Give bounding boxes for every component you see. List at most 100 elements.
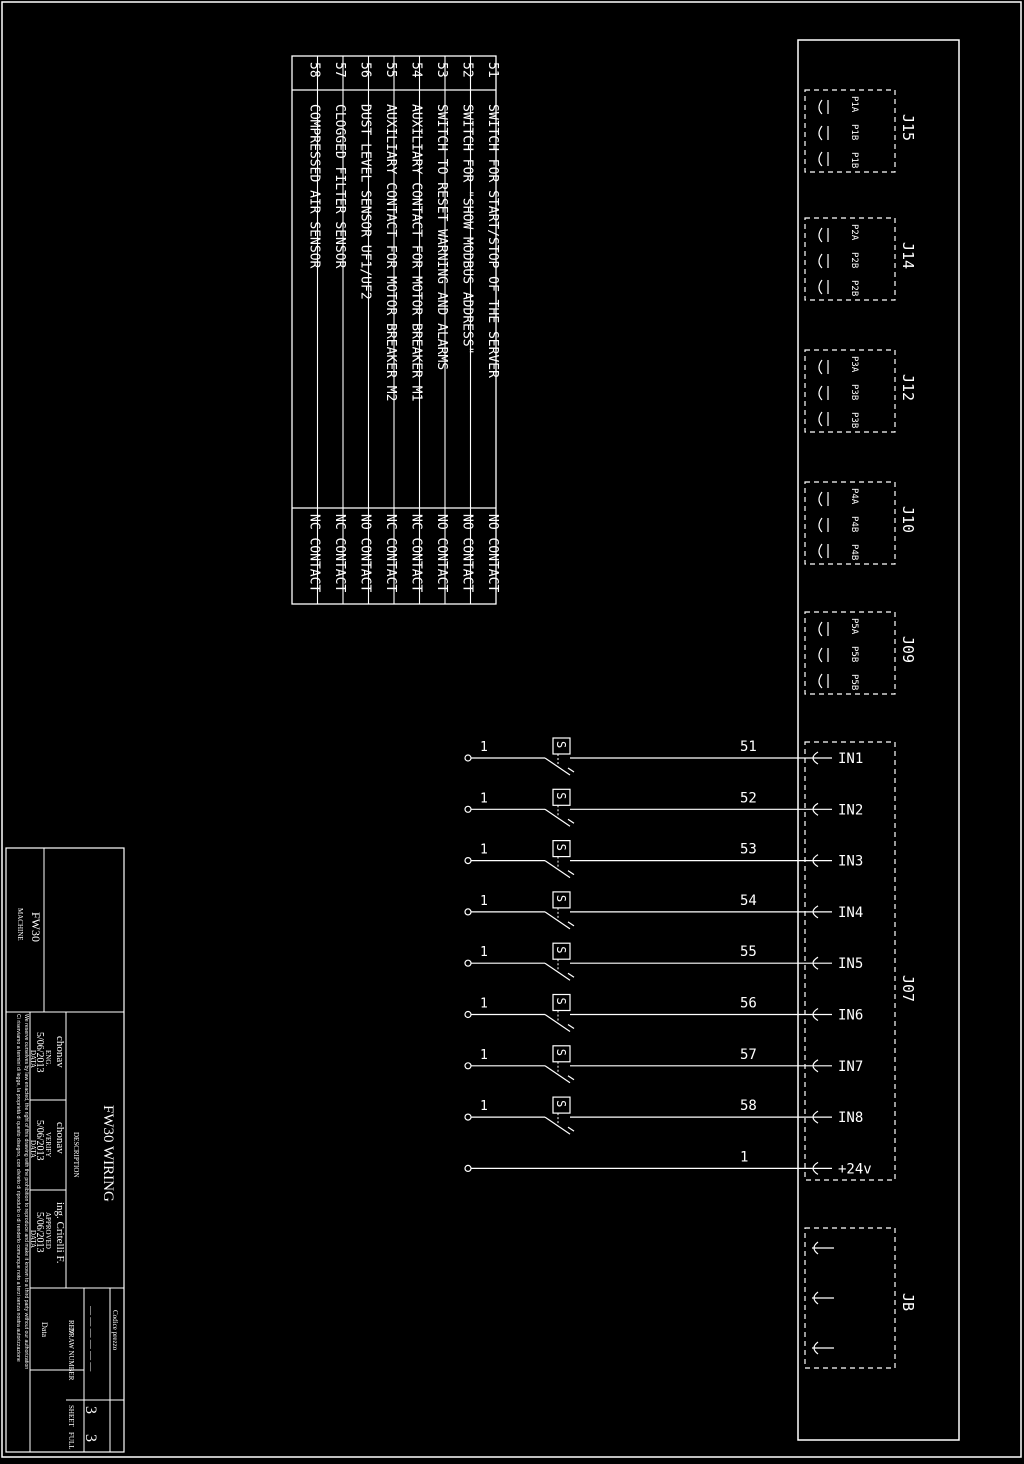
pin-label: P4A — [849, 488, 859, 505]
connector-label: J14 — [899, 242, 917, 269]
switch-symbol-box — [552, 993, 571, 1012]
description-label: DESCRIPTION — [72, 1132, 80, 1178]
title-block-border — [5, 847, 125, 1453]
wire-number-label: 54 — [740, 893, 757, 909]
approved-date: 5/06/2013 — [34, 1212, 45, 1253]
input-pin-label: IN4 — [838, 905, 863, 921]
legend-contact-type: NO CONTACT — [434, 514, 449, 592]
jb-pins — [812, 1241, 834, 1355]
connector-outline — [804, 217, 896, 301]
input-pin-label: IN2 — [838, 802, 863, 818]
copyright-note-en: We reserve ourselves by law enacted, the… — [23, 1014, 29, 1369]
legend-number: 54 — [409, 62, 424, 78]
switch-symbol-box — [552, 788, 571, 806]
pin-label: P1B — [849, 124, 859, 140]
pin-terminal — [818, 359, 829, 375]
legend-contact-type: NC CONTACT — [383, 514, 398, 592]
pin-terminal — [818, 151, 829, 167]
connector-label: J12 — [899, 374, 917, 401]
switch-symbol-letter: S — [554, 1049, 568, 1056]
legend-contact-type: NC CONTACT — [307, 514, 322, 592]
switch-symbol-box — [552, 942, 571, 960]
legend-description: DUST LEVEL SENSOR UF1/UF2 — [358, 104, 373, 300]
connector-label: J10 — [899, 506, 917, 533]
switch-contact-stop — [567, 921, 575, 927]
switch-symbol-letter: S — [554, 792, 568, 799]
pin-label: P5B — [849, 646, 859, 662]
switch-contact-stop — [567, 767, 575, 773]
switch-symbol-box — [552, 891, 571, 909]
date-label: DATA — [29, 1050, 37, 1068]
pin-terminal — [818, 647, 829, 663]
pin-terminal — [818, 543, 829, 559]
switch-contact-stop — [567, 1075, 575, 1081]
drawing-description: FW30 WIRING — [100, 1105, 116, 1202]
common-wire-label: 1 — [480, 894, 488, 909]
pin-label: P4B — [849, 516, 859, 532]
switch-contact — [544, 962, 571, 981]
legend-description: SWITCH TO RESET WARNING AND ALARMS — [434, 104, 449, 370]
legend-number: 52 — [460, 62, 475, 78]
date-label: DATA — [29, 1230, 37, 1248]
switch-contact-stop — [567, 1024, 575, 1029]
common-wire-label: 1 — [480, 791, 488, 806]
receptacle-symbol — [808, 1110, 832, 1124]
wire-number-label: 53 — [740, 842, 757, 858]
title-block: FW30 MACHINE DESCRIPTION FW30 WIRING cho… — [5, 847, 125, 1453]
approved-name: ing. Critelli F. — [54, 1202, 66, 1264]
switch-contact-stop — [567, 972, 575, 978]
draw-number: — — — — — — — [86, 1305, 96, 1372]
common-wire-label: 1 — [480, 1048, 488, 1063]
legend-number: 51 — [485, 62, 500, 78]
switch-contact — [544, 1116, 571, 1135]
pin-terminal — [818, 125, 829, 141]
pin-terminal — [818, 621, 829, 637]
common-terminal — [464, 754, 472, 762]
switch-contact-stop — [567, 870, 575, 876]
switch-symbol-letter: S — [554, 946, 568, 953]
input-pin-label: IN1 — [838, 751, 863, 767]
eng-label: ENG. — [44, 1050, 52, 1066]
switch-contact-stop — [567, 1126, 575, 1132]
receptacle-symbol — [808, 1161, 832, 1175]
switch-contact — [544, 911, 571, 930]
connector-j07-label: J07 — [899, 975, 917, 1002]
legend-description: SWITCH FOR "SHOW MODBUS ADDRESS" — [460, 104, 475, 354]
supply-terminal — [464, 1164, 472, 1173]
switch-symbol-letter: S — [554, 998, 568, 1005]
pin-label: P3A — [849, 356, 859, 373]
pin-label: P3B — [849, 384, 859, 400]
rev-date-label: Data — [40, 1322, 49, 1338]
pin-terminal — [818, 385, 829, 401]
verify-name: chonav — [54, 1122, 66, 1154]
sheet-label: SHEET — [67, 1405, 75, 1428]
wire-number-label: 57 — [740, 1047, 757, 1063]
switch-symbol-letter: S — [554, 844, 568, 851]
pin-terminal — [818, 673, 829, 689]
wire-number-label: 56 — [740, 996, 757, 1012]
switch-contact-stop — [567, 818, 575, 824]
switch-symbol-box — [552, 737, 571, 755]
connector-outline — [804, 349, 896, 433]
code-label: Codice prezzo — [111, 1310, 119, 1351]
wire-number-label: 58 — [740, 1098, 757, 1114]
switch-symbol-box — [552, 839, 571, 858]
connector-label: J15 — [899, 114, 917, 141]
legend-description: CLOGGED FILTER SENSOR — [332, 104, 347, 269]
full-number: 3 — [82, 1434, 99, 1442]
wire-number-label: 55 — [740, 944, 757, 960]
receptacle-symbol — [808, 854, 832, 868]
